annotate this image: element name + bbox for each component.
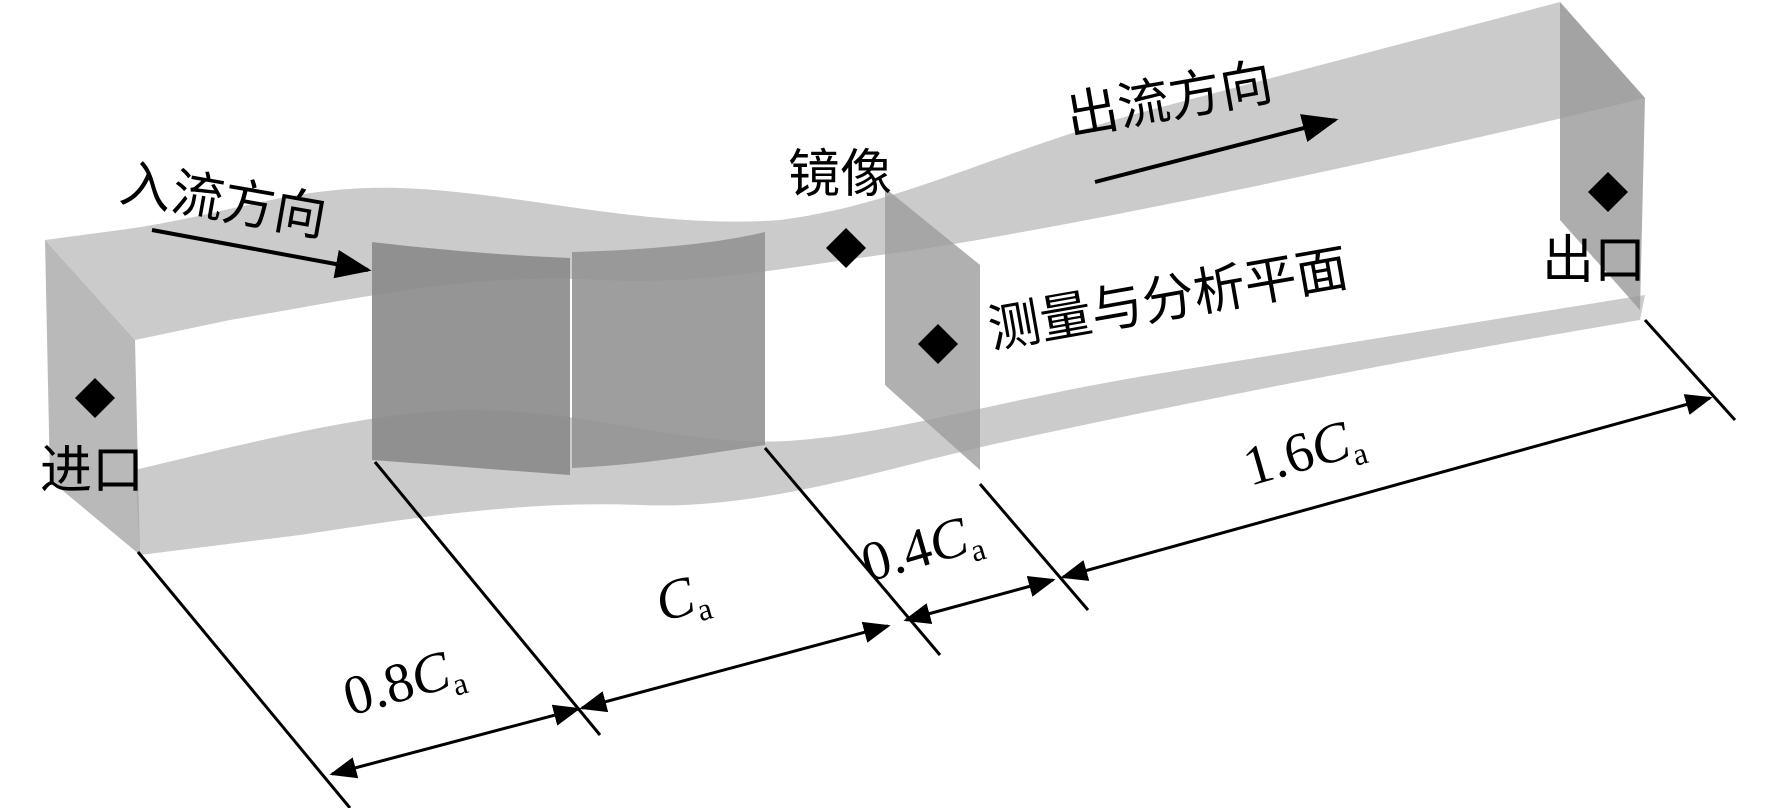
ext-inlet [136,551,352,808]
inflow-arrow [151,228,372,279]
outflow-arrow [1094,114,1339,184]
inlet-marker-icon [75,378,115,418]
dim-1.6ca [1060,394,1713,581]
outlet-marker-icon [1588,172,1628,212]
channel-bottom-surface [135,295,1645,555]
dim-label-0.8ca: 0.8Ca [336,635,471,732]
measurement-plane-face [885,188,980,470]
dim-label-ca: Ca [648,561,716,639]
dim-0.4ca [903,575,1056,625]
outlet-label: 出口 [1542,231,1646,291]
inlet-label: 进口 [40,441,144,501]
dimension-lines [329,394,1713,779]
mirror-label: 镜像 [788,145,892,205]
ext-outlet [1643,318,1737,422]
ext-plane [978,483,1090,611]
dim-label-0.4ca: 0.4Ca [854,501,989,598]
blade-pressure-side [372,242,570,475]
probe-markers [75,172,1628,418]
flow-channel [45,2,1645,555]
measurement-marker-icon [918,324,958,364]
mirror-marker-icon [826,228,866,268]
dim-label-1.6ca: 1.6Ca [1236,405,1371,502]
blade-suction-side [572,232,765,468]
dim-0.8ca [329,704,581,779]
dim-ca [579,621,891,713]
outlet-face [1560,2,1645,310]
ext-blade-leading [373,461,602,736]
measurement-plane-label: 测量与分析平面 [984,239,1353,361]
